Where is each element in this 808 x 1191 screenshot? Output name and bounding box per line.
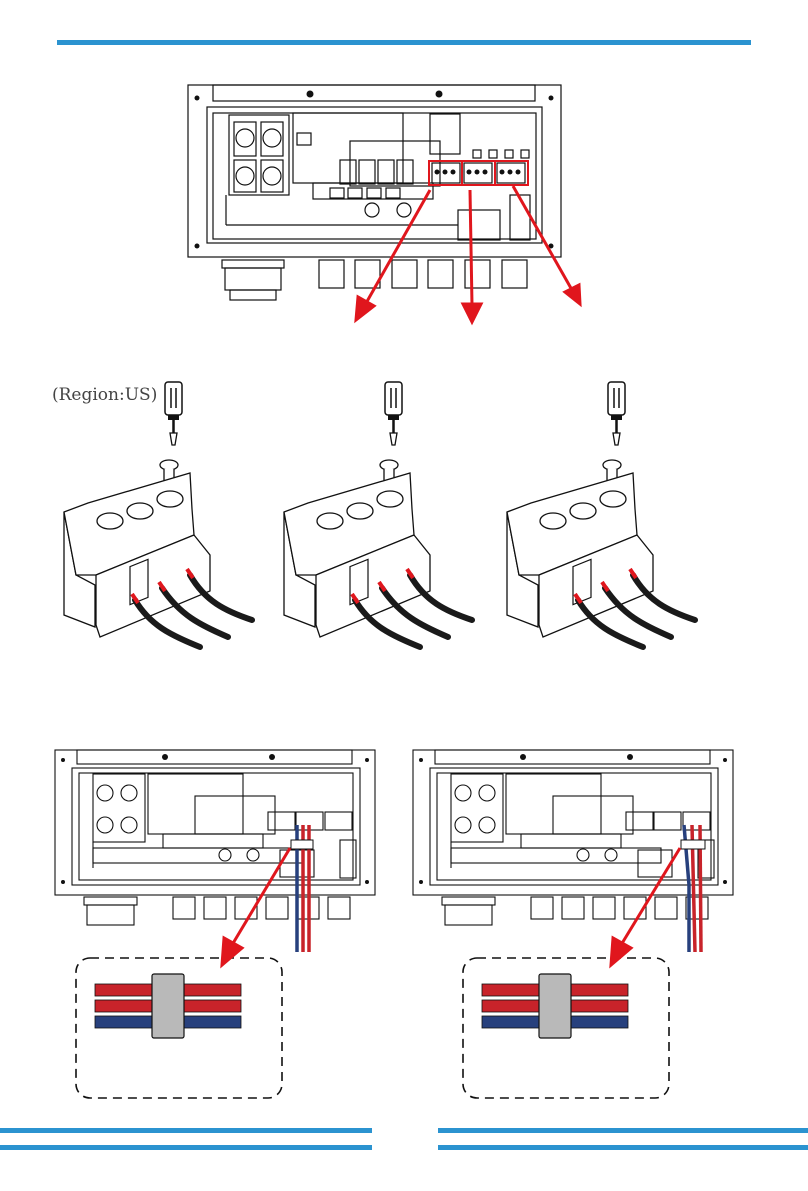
cable-glands: [318, 259, 528, 289]
footer-rule-right-1: [438, 1128, 808, 1133]
terminal-block-figures: [0, 375, 808, 675]
ct-installation-right: [412, 749, 734, 1099]
callout-arrows: [354, 185, 582, 326]
footer-rule-right-2: [438, 1145, 808, 1150]
footer-rule-left-2: [0, 1145, 372, 1150]
ct-installation-left: [54, 749, 376, 1099]
terminal-block-3: [507, 382, 695, 647]
inverter-top-figure: [187, 84, 582, 326]
header-rule: [57, 40, 751, 45]
terminal-block-2: [284, 382, 472, 647]
terminal-highlights: [428, 160, 529, 186]
enclosure-inner-frame: [206, 106, 543, 244]
footer-rule-left-1: [0, 1128, 372, 1133]
terminal-block-1: [64, 382, 252, 647]
region-label: (Region:US): [52, 385, 158, 405]
ct-installation-figures: [54, 749, 734, 1099]
enclosure-lid-strip: [212, 84, 536, 102]
